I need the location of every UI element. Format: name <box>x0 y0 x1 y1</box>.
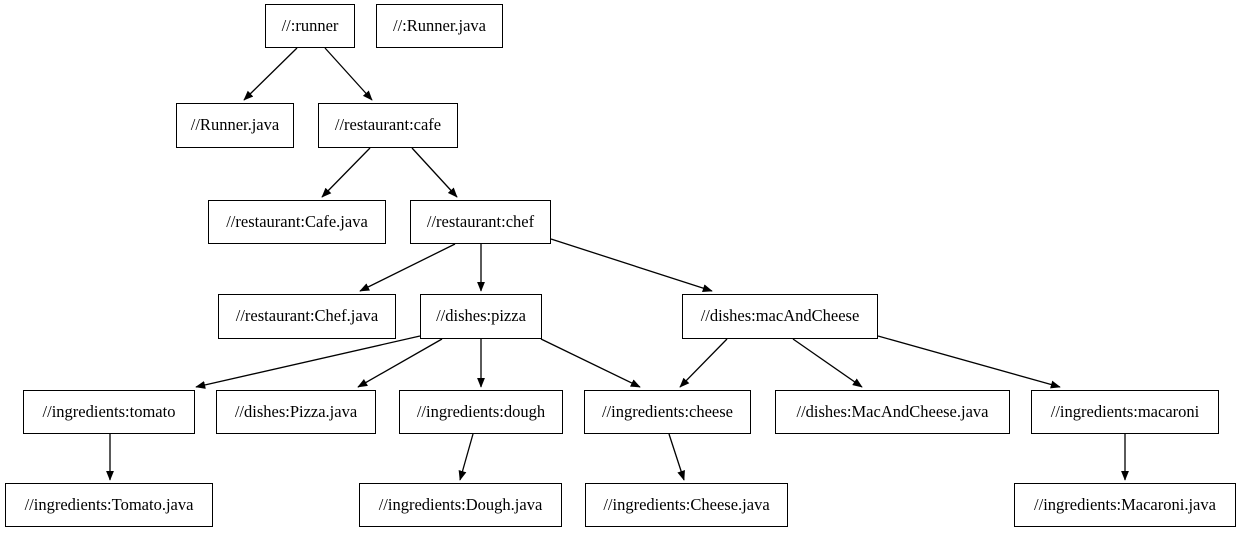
graph-node-dishes_pizza[interactable]: //dishes:pizza <box>420 294 542 339</box>
graph-node-label: //dishes:macAndCheese <box>700 306 860 326</box>
graph-node-label: //Runner.java <box>190 115 280 135</box>
graph-node-restaurant_cafe[interactable]: //restaurant:cafe <box>318 103 458 148</box>
graph-node-ing_tomato[interactable]: //ingredients:tomato <box>23 390 195 434</box>
graph-node-dishes_pizza_java[interactable]: //dishes:Pizza.java <box>216 390 376 434</box>
graph-node-label: //ingredients:tomato <box>42 401 176 421</box>
graph-node-ing_cheese_java[interactable]: //ingredients:Cheese.java <box>585 483 788 527</box>
graph-node-label: //ingredients:Dough.java <box>378 494 543 514</box>
graph-node-ing_dough[interactable]: //ingredients:dough <box>399 390 563 434</box>
graph-node-label: //restaurant:cafe <box>334 115 442 135</box>
graph-node-label: //dishes:pizza <box>436 306 526 326</box>
graph-node-dishes_mac[interactable]: //dishes:macAndCheese <box>682 294 878 339</box>
graph-node-ing_dough_java[interactable]: //ingredients:Dough.java <box>359 483 562 527</box>
graph-node-dishes_mac_java[interactable]: //dishes:MacAndCheese.java <box>775 390 1010 434</box>
graph-node-restaurant_cafe_java[interactable]: //restaurant:Cafe.java <box>208 200 386 244</box>
graph-node-label: //dishes:Pizza.java <box>234 401 358 421</box>
graph-node-label: //:runner <box>281 15 339 35</box>
graph-node-restaurant_chef[interactable]: //restaurant:chef <box>410 200 551 244</box>
graph-node-root_runner_java[interactable]: //:Runner.java <box>376 4 503 48</box>
graph-node-restaurant_chef_java[interactable]: //restaurant:Chef.java <box>218 294 396 339</box>
graph-node-label: //ingredients:macaroni <box>1050 401 1200 421</box>
graph-node-label: //ingredients:Tomato.java <box>24 494 194 514</box>
graph-node-label: //ingredients:Macaroni.java <box>1034 494 1216 514</box>
graph-node-runner_java[interactable]: //Runner.java <box>176 103 294 148</box>
graph-node-label: //ingredients:dough <box>416 401 546 421</box>
graph-node-ing_tomato_java[interactable]: //ingredients:Tomato.java <box>5 483 213 527</box>
graph-node-ing_macaroni[interactable]: //ingredients:macaroni <box>1031 390 1219 434</box>
graph-node-label: //dishes:MacAndCheese.java <box>796 401 989 421</box>
graph-node-label: //restaurant:Cafe.java <box>226 211 368 231</box>
graph-node-label: //:Runner.java <box>392 15 487 35</box>
graph-node-label: //restaurant:Chef.java <box>235 306 379 326</box>
graph-node-label: //ingredients:cheese <box>601 401 734 421</box>
graph-node-ing_cheese[interactable]: //ingredients:cheese <box>584 390 751 434</box>
graph-node-label: //restaurant:chef <box>426 211 535 231</box>
graph-node-label: //ingredients:Cheese.java <box>603 494 770 514</box>
graph-node-runner[interactable]: //:runner <box>265 4 355 48</box>
graph-node-ing_macaroni_java[interactable]: //ingredients:Macaroni.java <box>1014 483 1236 527</box>
